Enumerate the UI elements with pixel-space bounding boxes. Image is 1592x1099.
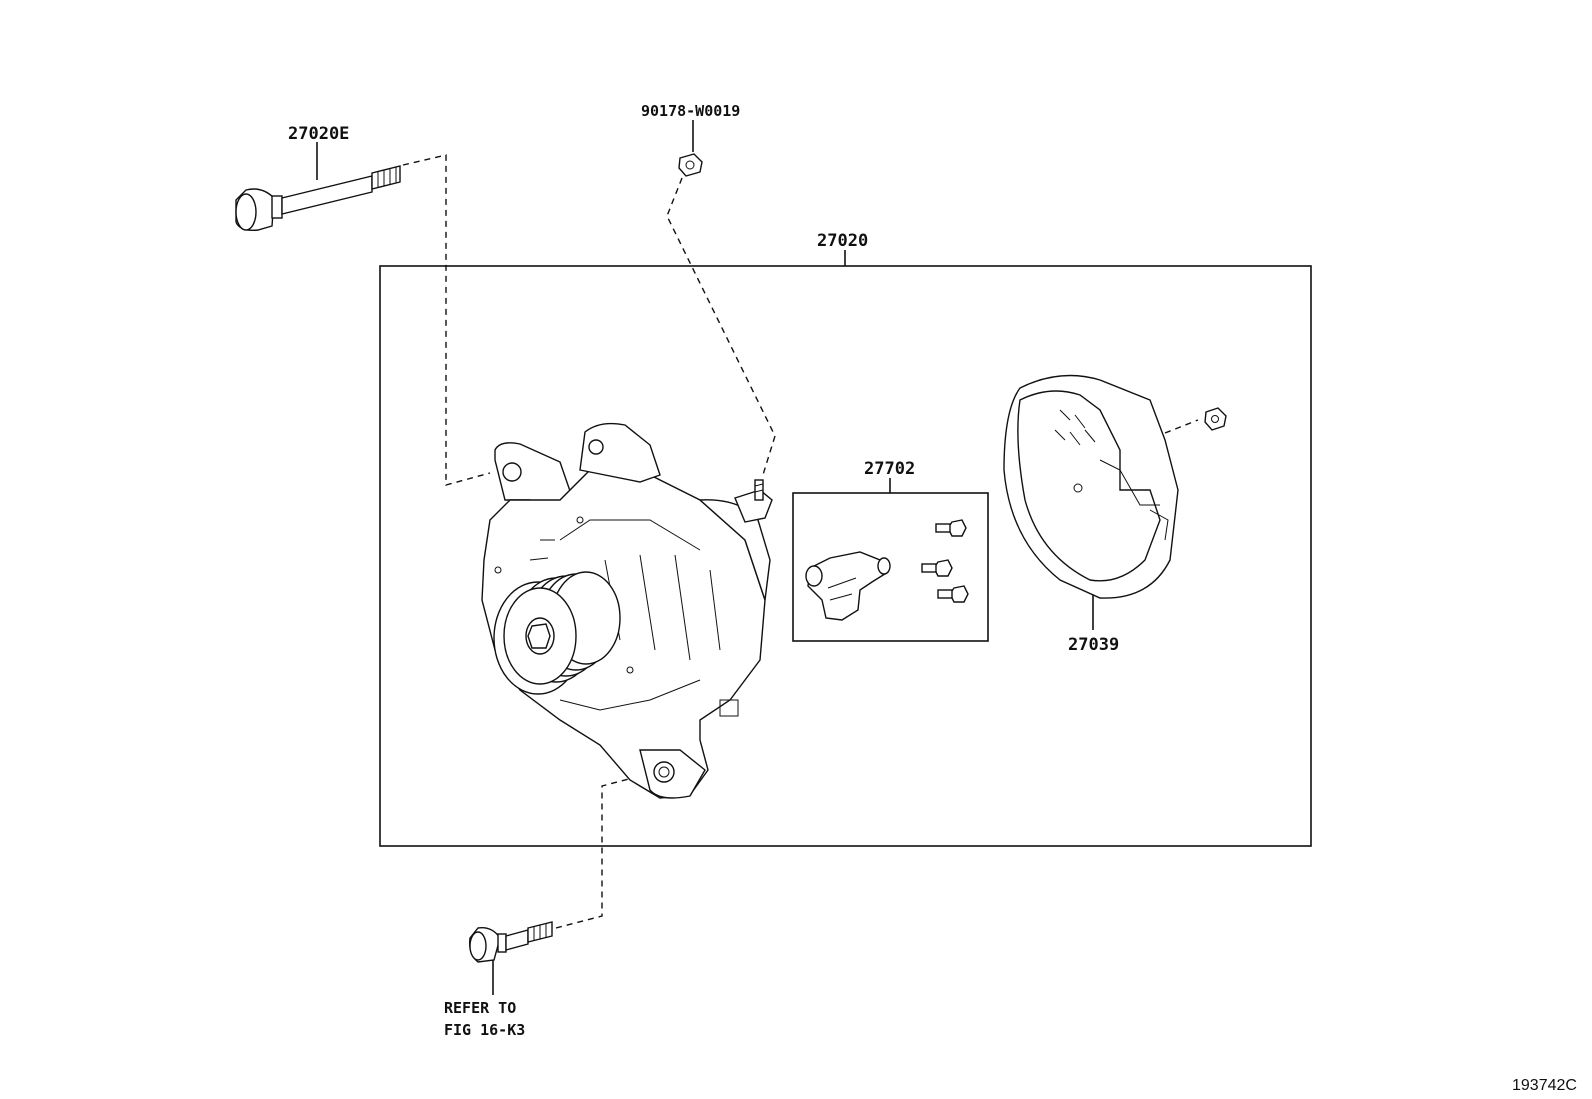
alternator-icon	[481, 422, 773, 799]
dash-top-nut	[666, 177, 776, 479]
screw-icon	[937, 585, 969, 603]
screw-icon	[935, 519, 967, 537]
screw-icon	[921, 559, 953, 577]
nut-icon	[1204, 407, 1227, 431]
figure-code: 193742C	[1512, 1077, 1577, 1094]
label-90178-W0019: 90178-W0019	[641, 102, 740, 120]
label-27039: 27039	[1068, 635, 1119, 655]
nut-icon	[678, 153, 703, 177]
dash-upper-bolt	[402, 154, 491, 486]
bolt-icon	[468, 921, 553, 963]
label-27702: 27702	[864, 459, 915, 479]
bolt-icon	[235, 165, 401, 232]
label-27020: 27020	[817, 231, 868, 251]
label-refer-line2: FIG 16-K3	[444, 1021, 525, 1039]
dash-cover-nut	[1164, 419, 1199, 434]
label-27020E: 27020E	[288, 124, 349, 144]
rear-cover-icon	[1003, 374, 1179, 599]
label-refer-line1: REFER TO	[444, 999, 516, 1017]
regulator-icon	[805, 551, 891, 621]
dash-lower-bolt	[555, 773, 649, 929]
